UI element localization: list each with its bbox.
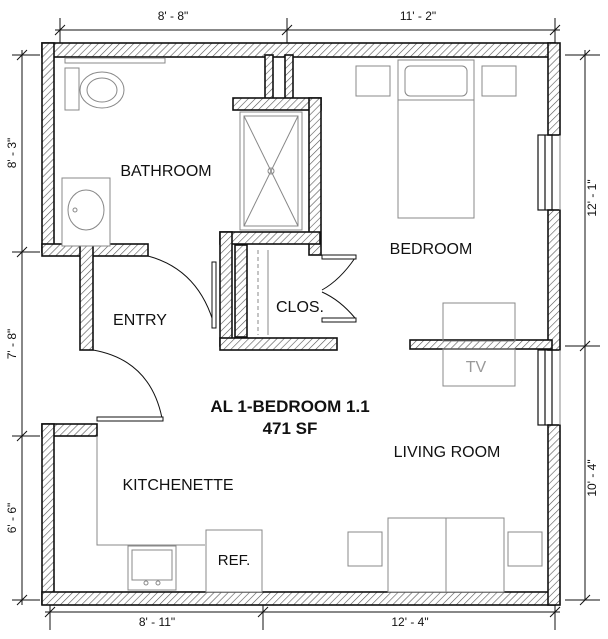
- shower: [239, 111, 303, 231]
- room-label-kitchenette: KITCHENETTE: [122, 477, 233, 494]
- room-label-entry: ENTRY: [113, 312, 167, 329]
- room-label-closet: CLOS.: [276, 299, 324, 316]
- plan-area: 471 SF: [263, 419, 318, 438]
- bathroom-sink: [61, 177, 111, 247]
- desk: [442, 302, 516, 342]
- bed: [355, 59, 517, 219]
- dimension-left-top: 8' - 3": [5, 138, 19, 169]
- dimension-top-left: 8' - 8": [158, 9, 189, 23]
- dimension-lines: [12, 18, 600, 630]
- tv-label: TV: [466, 359, 487, 376]
- room-label-bathroom: BATHROOM: [120, 163, 211, 180]
- plan-title: AL 1-BEDROOM 1.1: [210, 397, 369, 416]
- walls: [41, 42, 561, 606]
- tv-stand: [442, 348, 516, 387]
- room-label-living-room: LIVING ROOM: [394, 444, 501, 461]
- dimension-bottom-left: 8' - 11": [139, 615, 175, 629]
- windows: [537, 134, 561, 426]
- room-label-bedroom: BEDROOM: [390, 241, 473, 258]
- doors: [92, 254, 357, 422]
- sofa: [347, 517, 543, 593]
- dimension-left-middle: 7' - 8": [5, 329, 19, 360]
- kitchen-counter: [96, 436, 205, 591]
- refrigerator: [205, 529, 263, 593]
- room-label-refrigerator: REF.: [218, 552, 251, 569]
- dimension-top-right: 11' - 2": [400, 9, 436, 23]
- dimension-left-bottom: 6' - 6": [5, 503, 19, 534]
- dimension-right-top: 12' - 1": [585, 179, 599, 216]
- dimension-right-bottom: 10' - 4": [585, 459, 599, 496]
- toilet: [64, 57, 166, 111]
- dimension-bottom-right: 12' - 4": [391, 615, 428, 629]
- closet-rod: [257, 250, 269, 335]
